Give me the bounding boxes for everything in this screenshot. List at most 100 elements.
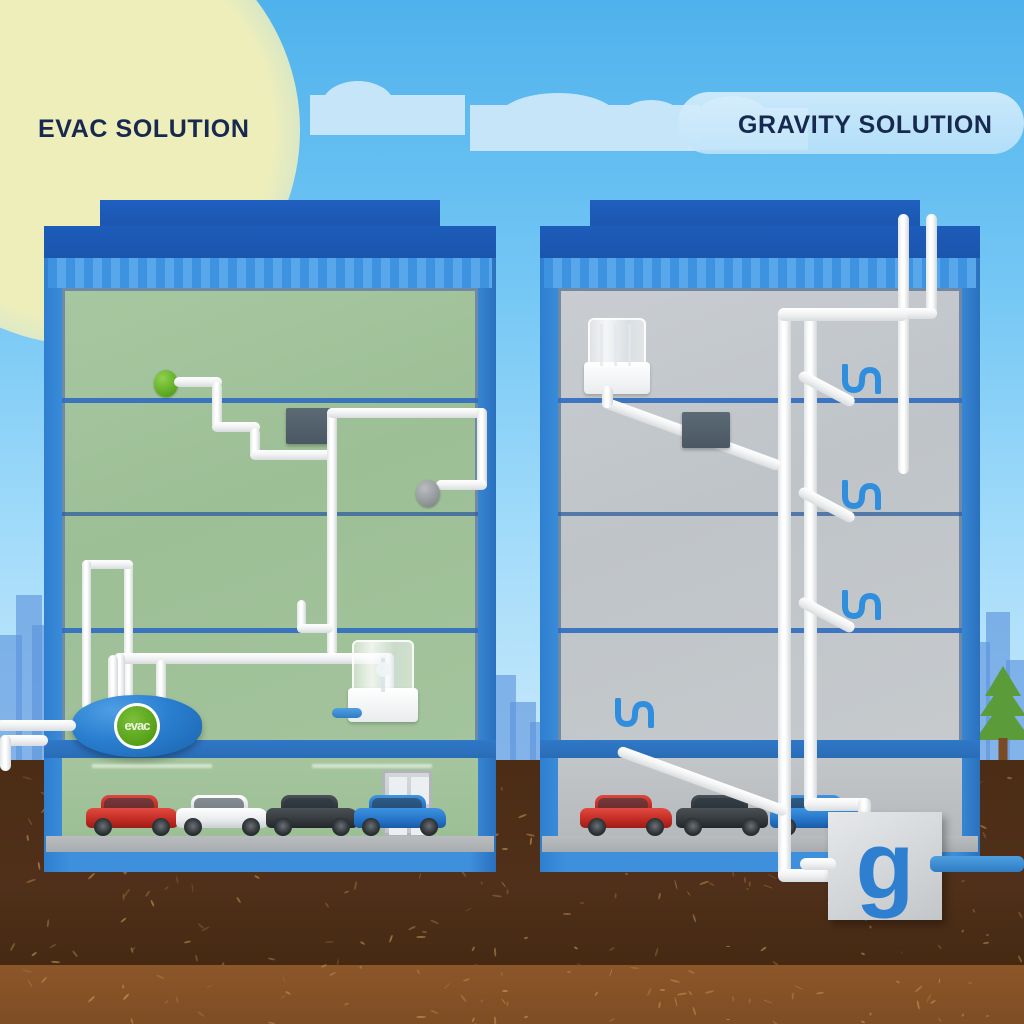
car-red	[86, 795, 178, 836]
soil-speck	[760, 946, 768, 952]
soil-speck	[1006, 776, 1012, 780]
gravity-title: GRAVITY SOLUTION	[738, 111, 993, 139]
soil-speck	[253, 874, 260, 879]
soil-speck	[698, 880, 709, 885]
soil-speck	[408, 924, 417, 931]
soil-speck	[343, 1001, 350, 1006]
soil-speck	[491, 894, 502, 898]
stack-crossover	[778, 308, 908, 321]
soil-speck	[930, 999, 937, 1004]
cornice-stripes	[544, 258, 976, 288]
main-stack-b	[804, 308, 817, 808]
soil-speck	[860, 952, 866, 956]
soil-speck	[860, 1019, 866, 1024]
discharge-valve	[416, 480, 440, 507]
soil-speck	[324, 901, 330, 908]
soil-speck	[506, 1001, 509, 1007]
soil-speck	[119, 917, 127, 924]
soil-speck	[502, 847, 509, 850]
soil-speck	[524, 936, 529, 940]
soil-speck	[979, 824, 987, 829]
soil-speck	[967, 980, 973, 985]
soil-speck	[677, 991, 688, 996]
soil-speck	[462, 978, 470, 983]
floor-divider	[558, 398, 962, 403]
soil-speck	[725, 946, 730, 948]
floor-divider	[62, 512, 478, 516]
drain-pipe	[250, 428, 260, 456]
soil-speck	[972, 908, 976, 913]
soil-speck	[708, 880, 716, 887]
soil-speck	[961, 1012, 965, 1017]
soil-speck	[144, 890, 151, 898]
soil-speck	[961, 929, 965, 934]
floor-divider	[62, 628, 478, 633]
car-dark	[676, 795, 768, 836]
soil-speck	[46, 918, 50, 927]
soil-speck	[27, 979, 33, 987]
soil-speck	[164, 1000, 170, 1006]
drain-pipe	[250, 450, 336, 460]
soil-speck	[517, 813, 528, 819]
soil-speck	[794, 984, 803, 990]
vent-stack	[898, 214, 909, 474]
soil-speck	[418, 872, 422, 879]
drain-pipe	[124, 560, 133, 710]
soil-speck	[417, 969, 421, 975]
soil-speck	[961, 878, 966, 883]
soil-speck	[280, 994, 288, 1000]
sewer-main-pipe	[930, 856, 1024, 872]
vertical-riser	[327, 408, 337, 656]
soil-speck	[869, 1012, 872, 1016]
soil-speck	[194, 954, 199, 962]
soil-speck	[48, 943, 57, 949]
soil-speck	[429, 1009, 440, 1016]
soil-speck	[123, 888, 131, 898]
soil-speck	[320, 963, 327, 968]
soil-speck	[40, 976, 47, 984]
soil-speck	[614, 893, 617, 899]
car-dark	[266, 795, 358, 836]
soil-speck	[767, 873, 777, 880]
soil-speck	[646, 987, 652, 997]
soil-speck	[149, 900, 155, 908]
toilet-l4	[310, 578, 384, 626]
soil-speck	[21, 968, 32, 974]
trap-blue-r3	[842, 590, 881, 620]
manhole-inlet-pipe	[800, 858, 836, 870]
soil-speck	[87, 995, 96, 1004]
soil-speck	[359, 940, 365, 945]
soil-speck	[281, 973, 286, 983]
soil-speck	[938, 977, 941, 984]
vacuum-tank: evac	[72, 695, 202, 757]
vessel-branch-drop	[602, 386, 613, 408]
soil-speck	[501, 881, 507, 889]
soil-speck	[479, 999, 483, 1003]
cornice-stripes	[48, 258, 492, 288]
soil-speck	[580, 901, 585, 904]
wall-control-box	[286, 408, 334, 444]
soil-speck	[502, 990, 509, 993]
soil-speck	[657, 1001, 661, 1009]
soil-speck	[529, 836, 533, 845]
evac-title: EVAC SOLUTION	[38, 115, 250, 143]
soil-speck	[27, 817, 33, 826]
roof-cap-upper	[100, 200, 440, 226]
vent-stack	[926, 214, 937, 318]
soil-speck	[9, 942, 15, 951]
soil-speck	[130, 1017, 135, 1024]
soil-speck	[673, 880, 678, 890]
soil-speck	[175, 995, 180, 1005]
soil-speck	[155, 974, 165, 981]
soil-speck	[609, 968, 614, 977]
drain-pipe	[174, 377, 222, 387]
soil-speck	[657, 892, 661, 900]
soil-speck	[197, 1010, 205, 1017]
soil-speck	[500, 786, 503, 791]
soil-speck	[122, 993, 130, 1001]
branch-pipe	[327, 408, 487, 418]
soil-speck	[1017, 911, 1023, 919]
basement-slab	[540, 740, 980, 758]
soil-speck	[686, 891, 691, 897]
